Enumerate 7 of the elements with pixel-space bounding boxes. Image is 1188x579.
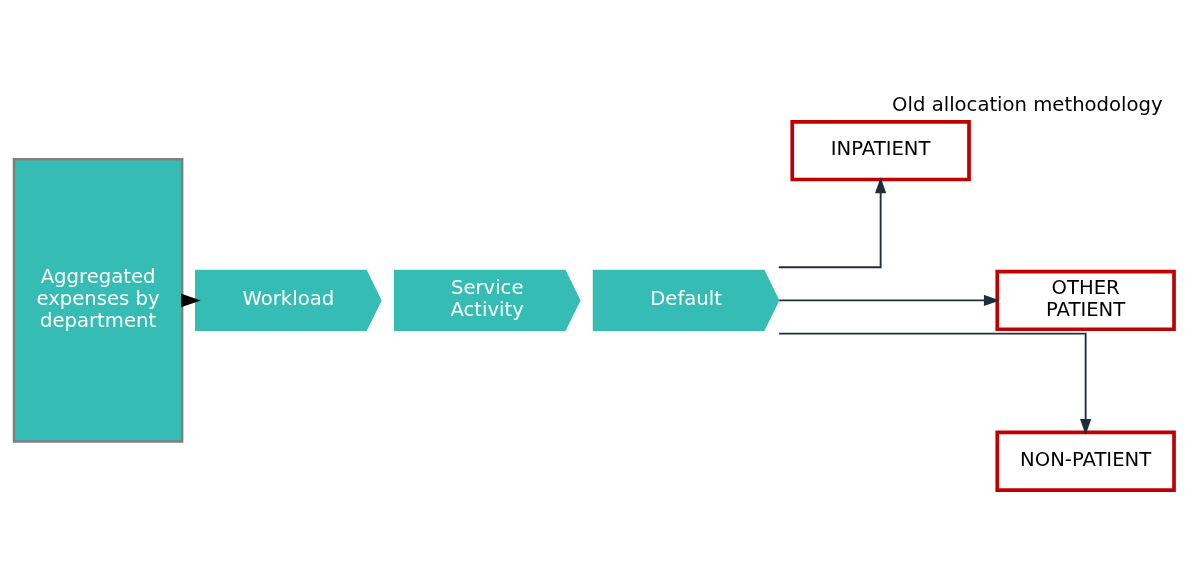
arrow — [778, 294, 1000, 306]
node-box: OTHER PATIENT — [995, 269, 1176, 331]
arrow — [778, 332, 1092, 435]
node-box: INPATIENT — [790, 119, 971, 181]
arrow — [777, 176, 887, 268]
node-box: NON-PATIENT — [995, 430, 1176, 492]
diagram-title: Old allocation methodology — [892, 92, 1163, 116]
